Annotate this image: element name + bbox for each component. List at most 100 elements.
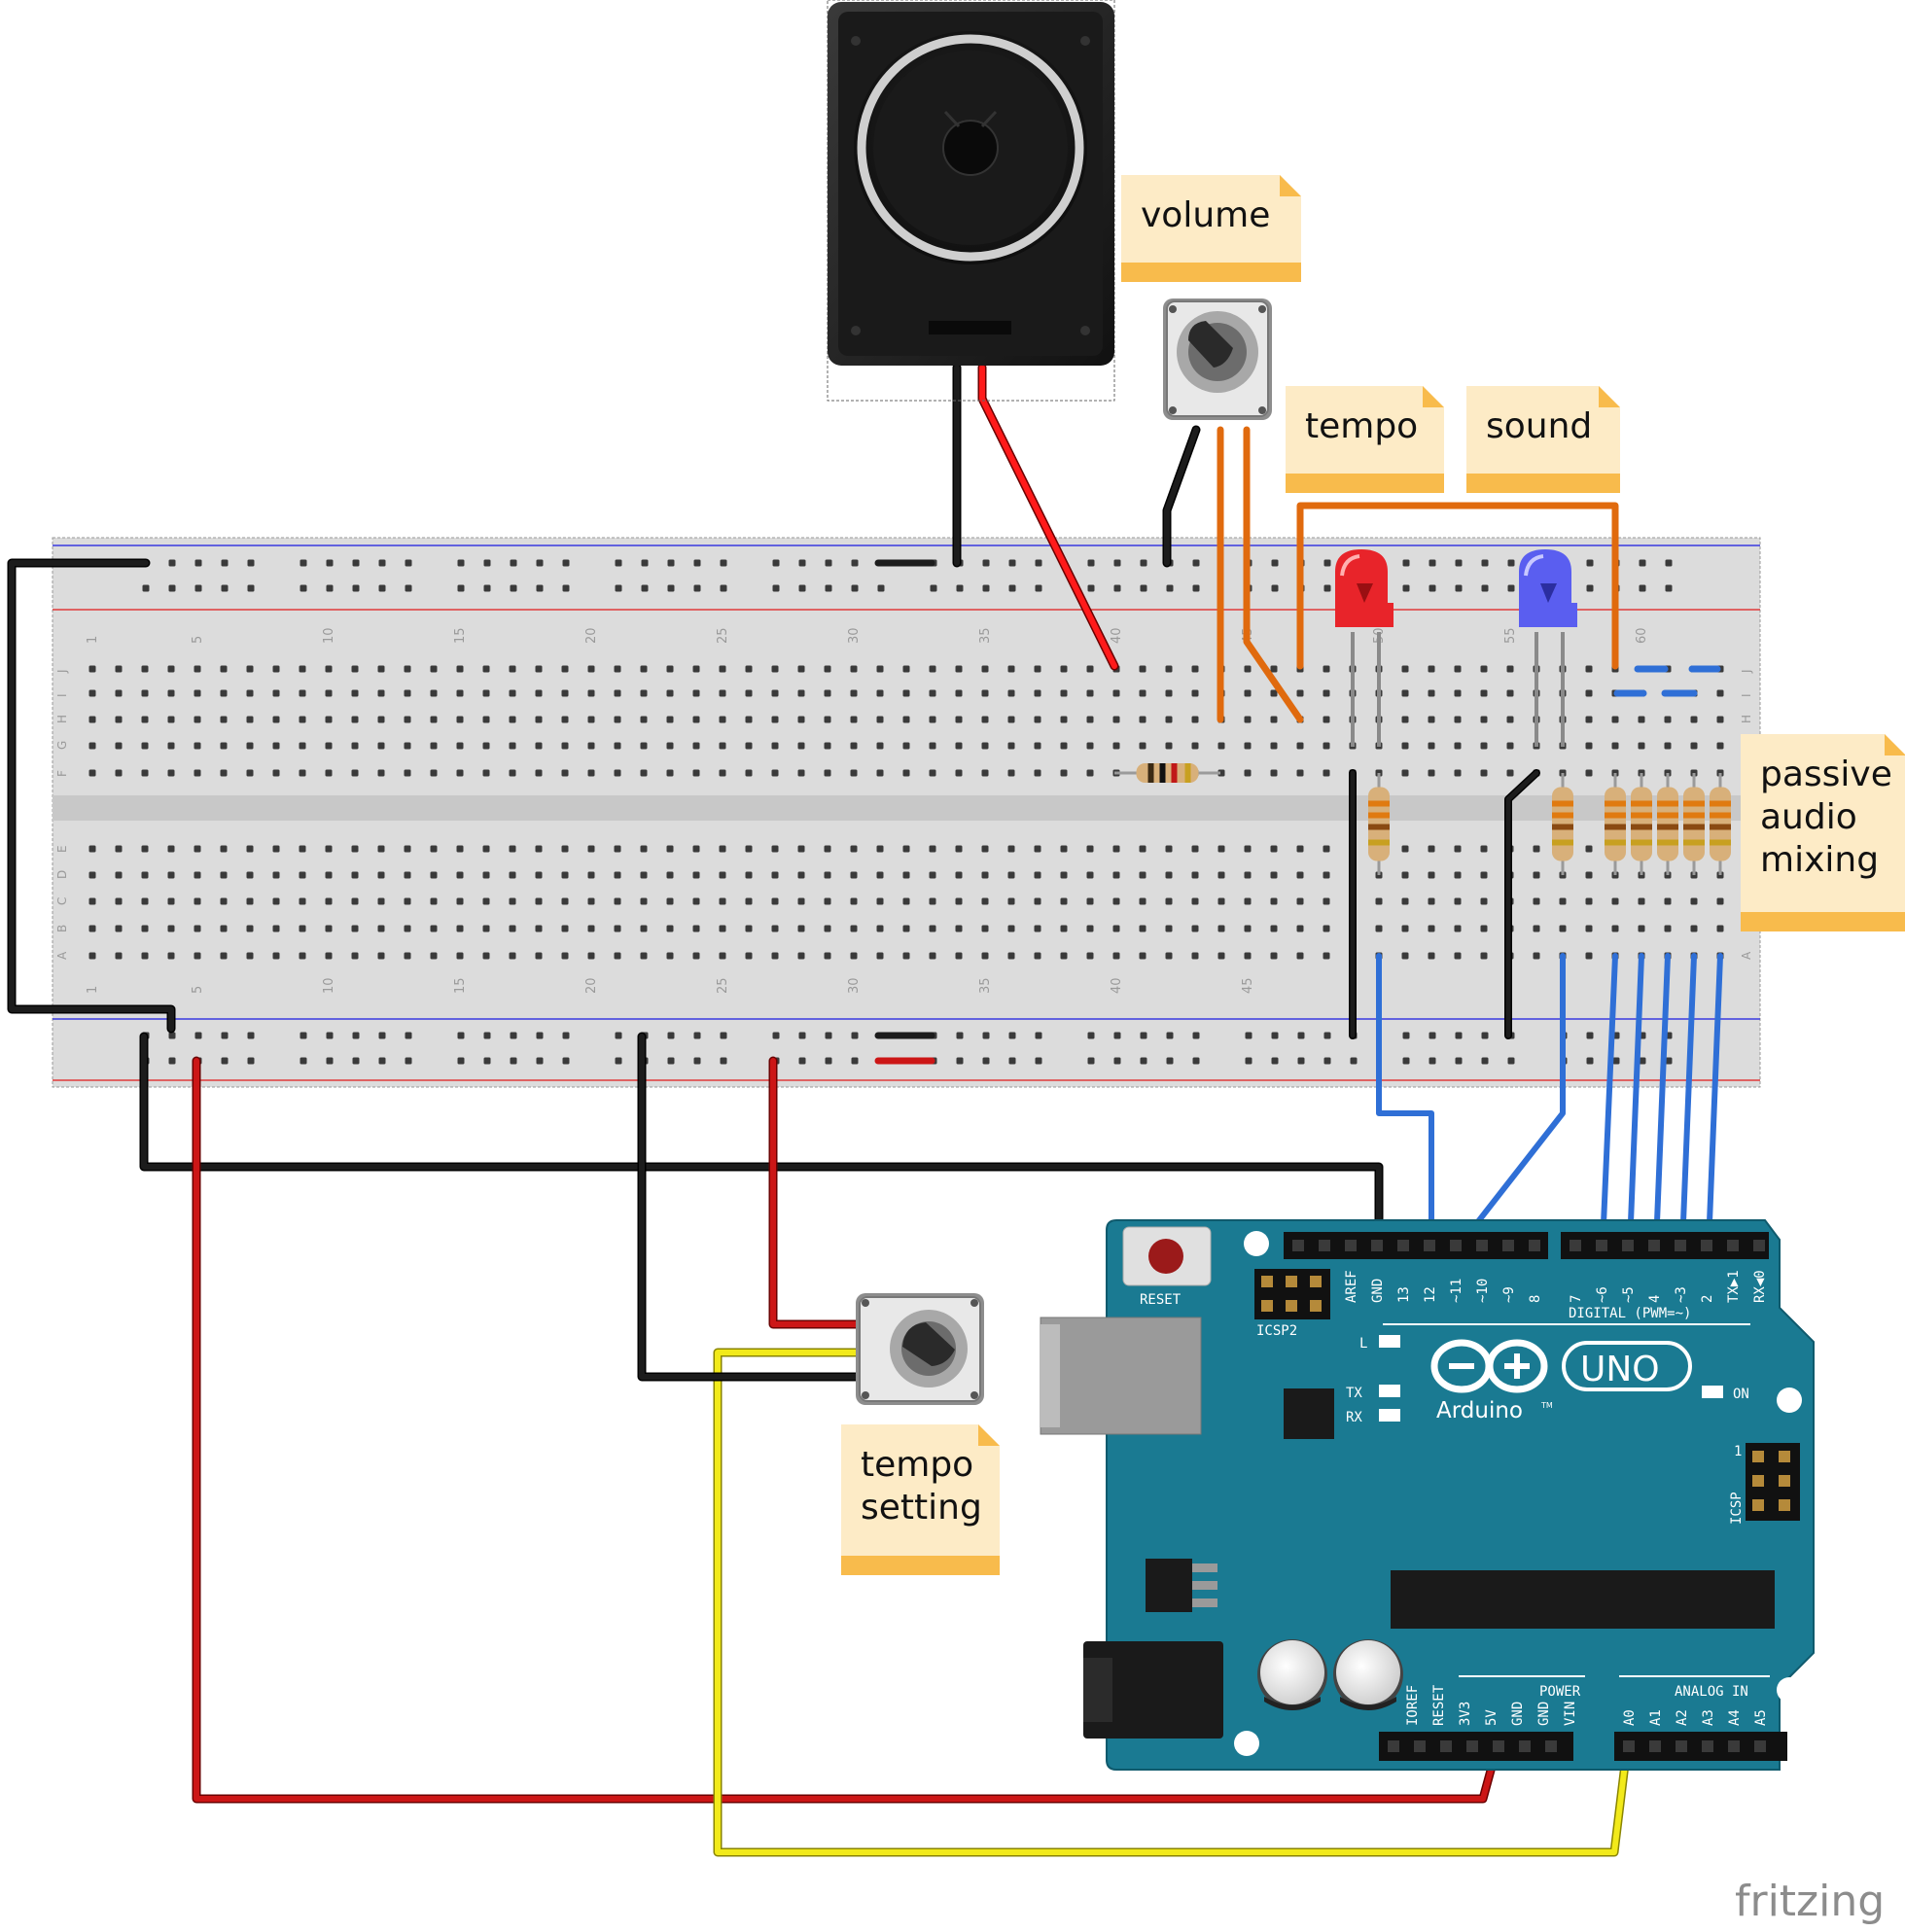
analog-pin-label: A1 (1648, 1709, 1664, 1726)
wire-blue-jumpers (1613, 665, 1721, 697)
arduino-tm: TM (1540, 1401, 1553, 1410)
wires (7, 363, 1723, 1857)
potentiometer-tempo-setting (856, 1293, 984, 1405)
column-number: 1 (86, 986, 100, 994)
rx-label: RX (1346, 1410, 1362, 1425)
power-pin-label: 5V (1484, 1709, 1499, 1726)
resistor (1114, 763, 1220, 783)
power-pin-label: RESET (1431, 1684, 1447, 1726)
column-number: 60 (1635, 627, 1649, 644)
column-number: 20 (584, 977, 599, 994)
digital-pin-label: ~11 (1449, 1279, 1464, 1303)
wire-black-left-loop (7, 558, 176, 1034)
column-number: 30 (847, 627, 862, 644)
column-number: 5 (191, 986, 205, 994)
analog-pin-label: A2 (1675, 1709, 1690, 1726)
column-number: 15 (453, 977, 468, 994)
note-text: volume (1141, 195, 1270, 235)
column-number: 15 (453, 627, 468, 644)
row-letter: I (1740, 693, 1753, 697)
breadboard: 1155101015152020252530303535404045455055… (52, 537, 1761, 1088)
wire-rail-jumpers (874, 559, 935, 1065)
digital-pin-label: ~9 (1501, 1286, 1517, 1303)
digital-pin-label: ~5 (1621, 1286, 1637, 1303)
wire-speaker-red (977, 363, 1119, 671)
digital-pin-label: 8 (1528, 1295, 1543, 1303)
column-number: 40 (1110, 977, 1124, 994)
column-number: 30 (847, 977, 862, 994)
tx-label: TX (1346, 1386, 1362, 1401)
wire-red-lower-pot (768, 1056, 861, 1329)
column-number: 20 (584, 627, 599, 644)
row-letter: A (55, 951, 69, 960)
usb-port (1040, 1317, 1202, 1435)
note-text: passive (1760, 755, 1892, 794)
note-volume: volume (1121, 175, 1301, 282)
icsp2-label: ICSP2 (1256, 1323, 1297, 1339)
on-label: ON (1733, 1387, 1749, 1402)
l-label: L (1359, 1336, 1367, 1352)
power-pin-label: GND (1536, 1702, 1552, 1726)
digital-pin-label: 12 (1423, 1286, 1438, 1303)
resistor (1631, 773, 1652, 875)
breadboard-channel (53, 795, 1760, 821)
column-number: 25 (716, 627, 730, 644)
arduino-uno: RESET ICSP2 L TX RX ON UN (1040, 1219, 1815, 1771)
icsp-pin1-label: 1 (1734, 1444, 1742, 1459)
power-pin-label: VIN (1563, 1702, 1578, 1726)
digital-pin-label: AREF (1344, 1270, 1359, 1303)
led-blue (1519, 549, 1577, 747)
resistor (1605, 773, 1626, 875)
note-sound: sound (1466, 386, 1620, 493)
digital-pin-label: ~6 (1595, 1286, 1610, 1303)
row-letter: F (55, 770, 69, 777)
resistor (1552, 773, 1573, 875)
note-text: tempo (861, 1445, 973, 1485)
resistor (1657, 773, 1678, 875)
column-number: 5 (191, 636, 205, 644)
led-red (1335, 549, 1393, 747)
analog-pin-label: A3 (1701, 1709, 1716, 1726)
arduino-logo-text: Arduino (1436, 1398, 1523, 1423)
note-text: tempo (1305, 406, 1418, 446)
column-number: 10 (322, 627, 336, 644)
column-number: 35 (978, 627, 993, 644)
note-text: setting (861, 1488, 982, 1528)
row-letter: H (1740, 715, 1753, 723)
power-jack (1083, 1641, 1223, 1739)
resistors (1114, 763, 1731, 875)
column-number: 45 (1241, 977, 1255, 994)
potentiometer-volume (1163, 299, 1272, 420)
digital-pin-label: TX▶1 (1726, 1270, 1742, 1303)
row-letter: J (55, 669, 69, 674)
wire-vol-pot-black (1162, 425, 1201, 568)
analog-pin-label: A0 (1622, 1709, 1638, 1726)
resistor (1710, 773, 1731, 875)
analog-title: ANALOG IN (1675, 1684, 1748, 1700)
column-number: 10 (322, 977, 336, 994)
row-letter: C (55, 897, 69, 905)
digital-pin-label: 7 (1569, 1295, 1584, 1303)
icsp-label: ICSP (1729, 1492, 1745, 1525)
wire-red-5v (192, 1056, 1502, 1804)
wire-blue-digital (1376, 953, 1723, 1249)
speaker (827, 0, 1115, 402)
reset-label: RESET (1140, 1292, 1182, 1308)
row-letter: G (55, 741, 69, 750)
digital-title: DIGITAL (PWM=~) (1569, 1306, 1691, 1321)
note-text: mixing (1760, 840, 1879, 880)
row-letter: A (1740, 951, 1753, 960)
resistor (1368, 773, 1390, 875)
wire-black-ground-bus (139, 1032, 1384, 1251)
digital-pin-label: 2 (1700, 1295, 1715, 1303)
digital-pin-label: 13 (1396, 1286, 1412, 1303)
digital-pin-label: 4 (1647, 1295, 1663, 1303)
row-letter: D (55, 870, 69, 879)
power-pin-label: GND (1510, 1702, 1526, 1726)
